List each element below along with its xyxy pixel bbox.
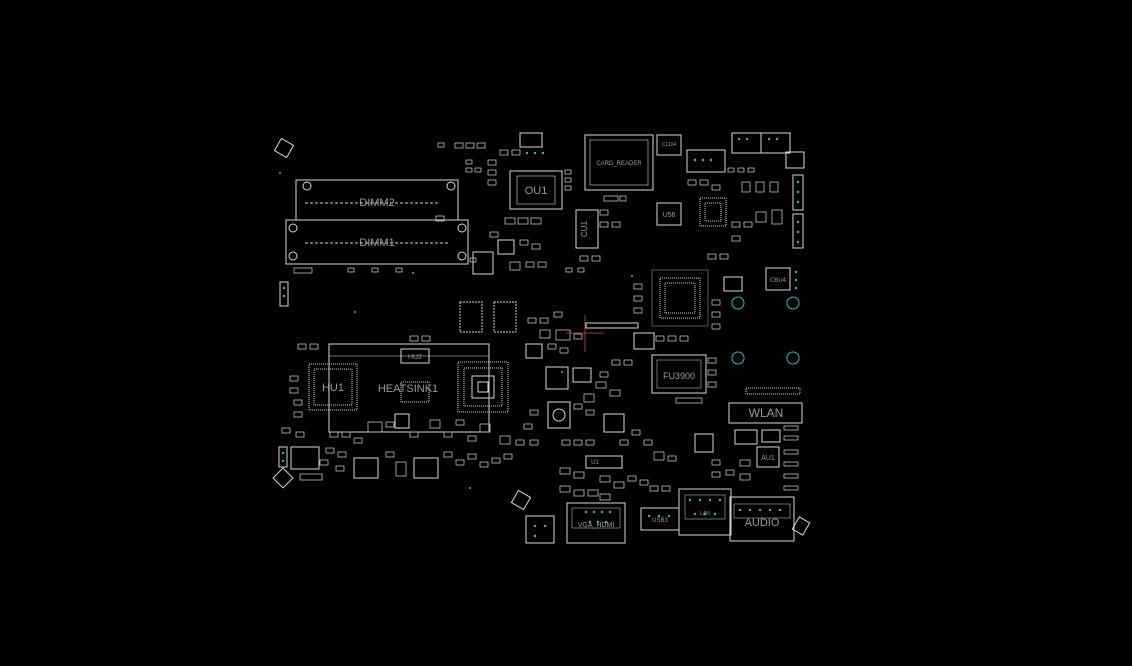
hu2-label: HU2	[408, 354, 422, 361]
component-labels: DIMM2 DIMM1 OU1 CU1 CARD_READER U56 C110…	[322, 142, 787, 529]
vga-hdmi-connector[interactable]	[566, 502, 626, 544]
audio-connector[interactable]	[729, 496, 795, 542]
cu1-label: CU1	[580, 220, 589, 237]
cursor-crosshair	[566, 315, 604, 352]
wlan-connector[interactable]	[728, 402, 803, 424]
u1-label: U1	[591, 460, 599, 466]
heatsink1-label: HEATSINK1	[378, 383, 438, 395]
wlan-label: WLAN	[749, 406, 784, 420]
cbu4-label: CBU4	[770, 278, 787, 284]
vga-hdmi-label: VGA_HDMI	[578, 522, 615, 529]
usb3-label: USB3	[652, 518, 668, 524]
card-reader-connector[interactable]	[584, 134, 654, 191]
dimm1-label: DIMM1	[359, 237, 394, 249]
lan-connector[interactable]	[678, 488, 732, 536]
c1104-label: C1104	[662, 142, 677, 148]
c1104-chip[interactable]	[656, 134, 682, 156]
ou1-label: OU1	[525, 185, 548, 197]
heatsink1-outline[interactable]	[328, 343, 490, 433]
audio-label: AUDIO	[745, 517, 780, 529]
u56-label: U56	[663, 212, 676, 219]
fu3900-chip[interactable]	[651, 354, 707, 394]
cbu4-chip[interactable]	[765, 267, 791, 291]
hu1-bga[interactable]	[308, 363, 358, 411]
dimm1-slot[interactable]	[285, 219, 469, 265]
fu3900-label: FU3900	[663, 371, 695, 381]
cpu-bga[interactable]	[651, 269, 709, 327]
card-reader-label: CARD_READER	[596, 161, 642, 167]
hu2-chip[interactable]	[400, 348, 430, 364]
lan-label: LAN	[700, 511, 710, 517]
dimm2-label: DIMM2	[359, 197, 394, 209]
gpu-bga[interactable]	[457, 361, 509, 413]
au1-chip[interactable]	[756, 446, 780, 468]
cu1-chip[interactable]	[575, 209, 599, 249]
hu1-label: HU1	[322, 382, 344, 394]
u56-chip[interactable]	[656, 202, 682, 226]
ou1-chip[interactable]	[509, 170, 563, 210]
au1-label: AU1	[761, 455, 775, 462]
